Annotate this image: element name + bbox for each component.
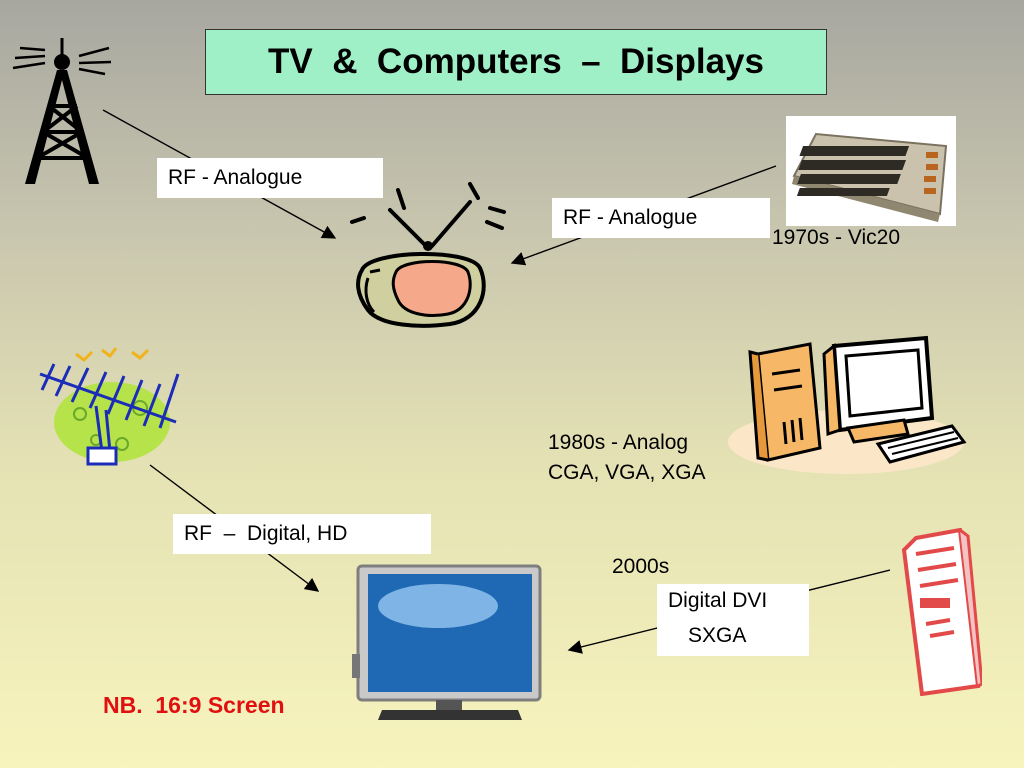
slide-title: TV & Computers – Displays [205, 29, 827, 95]
label-rf-analogue-tower: RF - Analogue [157, 158, 383, 198]
note-16-9-screen: NB. 16:9 Screen [103, 692, 285, 718]
tower-case-icon [901, 528, 982, 696]
label-cga-vga-xga: CGA, VGA, XGA [548, 461, 706, 484]
vic20-computer-icon [786, 116, 956, 226]
label-rf-digital-hd: RF – Digital, HD [173, 514, 431, 554]
radio-tower-icon [12, 38, 112, 184]
label-2000s: 2000s [612, 555, 670, 578]
tv-antenna-icon [39, 347, 180, 466]
label-vic20: 1970s - Vic20 [772, 226, 901, 249]
desktop-pc-icon [728, 335, 967, 474]
dvi-label-box: Digital DVI SXGA [657, 584, 809, 656]
label-rf-analogue-computer: RF - Analogue [552, 198, 770, 238]
label-1980s-analog: 1980s - Analog [548, 431, 689, 454]
analog-tv-icon [350, 182, 506, 328]
flat-screen-tv-icon [352, 564, 542, 720]
label-sxga: SXGA [688, 624, 747, 647]
label-digital-dvi: Digital DVI [668, 589, 768, 612]
